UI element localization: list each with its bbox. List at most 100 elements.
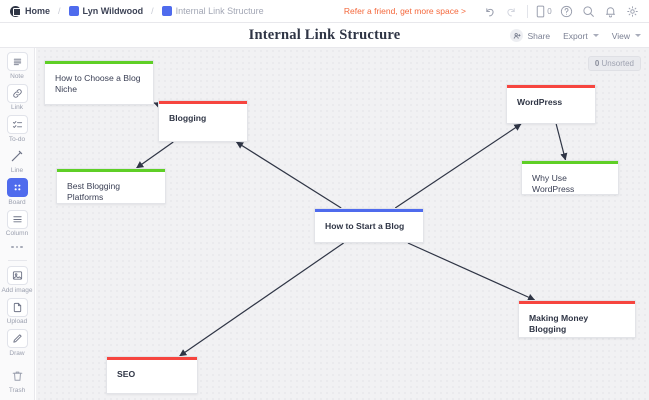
todo-list-icon [6, 115, 28, 134]
node-accent-bar [57, 169, 165, 172]
redo-icon[interactable] [500, 0, 522, 22]
board-node-making-money[interactable]: Making Money Blogging [518, 300, 636, 338]
search-icon[interactable] [577, 0, 599, 22]
node-label: Why Use WordPress [532, 173, 575, 194]
notification-bell-icon[interactable] [599, 0, 621, 22]
sidebar-label-upload: Upload [6, 318, 28, 325]
board-node-blogging[interactable]: Blogging [158, 100, 248, 142]
device-preview-icon[interactable]: 0 [533, 0, 555, 22]
board-node-seo[interactable]: SEO [106, 356, 198, 394]
sidebar-item-upload[interactable]: Upload [0, 297, 35, 325]
connector-start-a-blog-to-blogging[interactable] [235, 141, 342, 209]
node-accent-bar [507, 85, 595, 88]
document-actions: Share Export View [510, 23, 641, 48]
node-accent-bar [159, 101, 247, 104]
sidebar-more-button[interactable] [0, 241, 35, 253]
more-dots-icon [7, 241, 28, 253]
sidebar-label-line: Line [10, 167, 24, 174]
board-node-choose-niche[interactable]: How to Choose a Blog Niche [44, 60, 154, 105]
breadcrumb-board-label: Internal Link Structure [175, 6, 264, 16]
node-accent-bar [522, 161, 618, 164]
toolbar-divider [527, 4, 528, 18]
board-node-best-platforms[interactable]: Best Blogging Platforms [56, 168, 166, 204]
note-icon [6, 52, 28, 71]
breadcrumb-home-label: Home [25, 6, 51, 16]
connector-wordpress-to-why-wordpress[interactable] [555, 123, 568, 161]
sidebar-divider [7, 260, 27, 261]
unsorted-count: 0 [594, 59, 600, 68]
breadcrumb-separator: / [58, 6, 61, 16]
upload-file-icon [6, 297, 28, 317]
node-label: Making Money Blogging [529, 313, 589, 334]
board-node-start-a-blog[interactable]: How to Start a Blog [314, 208, 424, 243]
connector-blogging-to-choose-niche[interactable] [153, 101, 162, 109]
sidebar-label-note: Note [10, 72, 24, 80]
sidebar-item-add-image[interactable]: Add image [0, 266, 35, 294]
draw-pencil-icon [6, 329, 28, 348]
sidebar-label-trash: Trash [8, 387, 26, 394]
export-label: Export [563, 30, 588, 41]
device-preview-count: 0 [547, 6, 552, 16]
connector-start-a-blog-to-making-money[interactable] [407, 242, 536, 301]
node-label: How to Start a Blog [325, 221, 405, 231]
top-toolbar-actions: Refer a friend, get more space > 0 [344, 0, 649, 22]
sidebar-item-board[interactable]: Board [0, 178, 35, 206]
connector-start-a-blog-to-seo[interactable] [179, 242, 344, 357]
sidebar-label-link: Link [11, 104, 23, 111]
undo-icon[interactable] [478, 0, 500, 22]
folder-square-icon [68, 6, 79, 16]
share-button[interactable]: Share [510, 29, 550, 42]
document-title-bar: Internal Link Structure Share Export Vie… [0, 23, 649, 48]
add-person-icon [510, 29, 524, 42]
connector-layer [136, 101, 568, 357]
chevron-down-icon [635, 34, 641, 37]
breadcrumb-separator: / [151, 6, 154, 16]
home-icon [10, 5, 21, 17]
node-accent-bar [107, 357, 197, 360]
board-node-why-wordpress[interactable]: Why Use WordPress [521, 160, 619, 195]
folder-square-icon [161, 6, 172, 16]
sidebar-item-line[interactable]: Line [0, 147, 35, 174]
top-toolbar: Home / Lyn Wildwood / Internal Link Stru… [0, 0, 649, 23]
board-grid-icon [6, 178, 28, 197]
node-label: Blogging [169, 113, 207, 123]
breadcrumb-user-label: Lyn Wildwood [82, 6, 144, 16]
breadcrumb: Home / Lyn Wildwood / Internal Link Stru… [0, 5, 266, 17]
export-menu-button[interactable]: Export [563, 31, 599, 41]
sidebar-item-column[interactable]: Column [0, 209, 35, 237]
view-label: View [611, 30, 630, 41]
unsorted-badge[interactable]: 0 Unsorted [587, 56, 641, 71]
help-icon[interactable] [555, 0, 577, 22]
node-accent-bar [315, 209, 423, 212]
sidebar-item-trash[interactable]: Trash [0, 367, 35, 394]
sidebar-label-board: Board [8, 198, 26, 206]
connector-blogging-to-best-platforms[interactable] [136, 141, 174, 169]
add-image-icon [6, 266, 28, 285]
node-label: WordPress [517, 97, 563, 107]
sidebar-item-link[interactable]: Link [0, 83, 35, 111]
trash-icon [7, 367, 28, 386]
sidebar-label-todo: To-do [8, 135, 26, 143]
sidebar-label-draw: Draw [9, 349, 25, 357]
breadcrumb-item-home[interactable]: Home [8, 5, 52, 17]
board-node-wordpress[interactable]: WordPress [506, 84, 596, 124]
breadcrumb-item-board[interactable]: Internal Link Structure [160, 6, 266, 16]
breadcrumb-item-user[interactable]: Lyn Wildwood [67, 6, 146, 16]
node-accent-bar [519, 301, 635, 304]
sidebar-item-todo[interactable]: To-do [0, 115, 35, 143]
connector-start-a-blog-to-wordpress[interactable] [394, 123, 522, 209]
page-title: Internal Link Structure [248, 26, 401, 43]
column-icon [6, 209, 28, 229]
sidebar-item-note[interactable]: Note [0, 52, 35, 80]
refer-a-friend-link[interactable]: Refer a friend, get more space > [343, 6, 466, 16]
sidebar-item-draw[interactable]: Draw [0, 329, 35, 357]
line-pen-icon [7, 147, 28, 166]
node-label: Best Blogging Platforms [67, 181, 121, 202]
settings-gear-icon[interactable] [621, 0, 643, 22]
node-accent-bar [45, 61, 153, 64]
unsorted-label: Unsorted [601, 59, 634, 68]
view-menu-button[interactable]: View [612, 31, 641, 41]
tool-sidebar: Note Link To-do [0, 48, 35, 400]
